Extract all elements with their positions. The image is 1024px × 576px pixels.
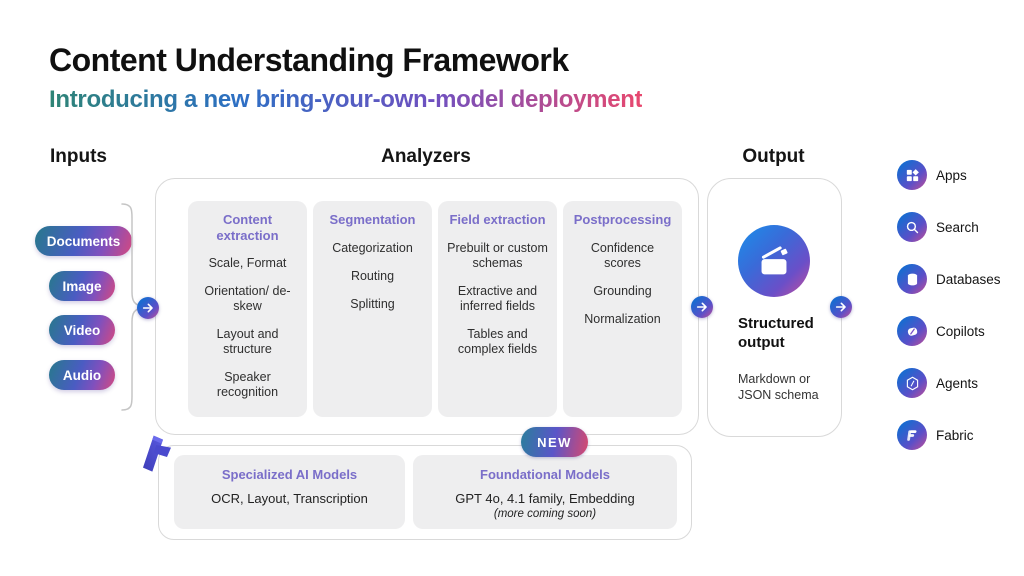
- models-container: Specialized AI Models OCR, Layout, Trans…: [158, 445, 692, 540]
- databases-icon: [897, 264, 927, 294]
- specialized-ai-models-card: Specialized AI Models OCR, Layout, Trans…: [174, 455, 405, 529]
- analyzers-container: Content extraction Scale, Format Orienta…: [155, 178, 699, 435]
- search-icon: [897, 212, 927, 242]
- arrow-right-icon: [835, 302, 846, 312]
- model-card-content: OCR, Layout, Transcription: [211, 491, 368, 506]
- column-item: Layout and structure: [216, 327, 279, 357]
- analyzer-column-field-extraction: Field extraction Prebuilt or custom sche…: [438, 201, 557, 417]
- destination-label: Agents: [936, 375, 979, 391]
- input-pill-image: Image: [49, 271, 115, 301]
- arrow-inputs-to-analyzers: [137, 297, 159, 319]
- destination-label: Search: [936, 219, 979, 235]
- analyzer-column-content-extraction: Content extraction Scale, Format Orienta…: [188, 201, 307, 417]
- column-item: Normalization: [584, 311, 661, 326]
- structured-output-badge: [738, 225, 810, 297]
- arrow-right-icon: [696, 302, 707, 312]
- output-title: Structured output: [738, 315, 814, 351]
- column-item: Routing: [350, 268, 395, 283]
- analyzers-section-label: Analyzers: [381, 146, 471, 167]
- structured-output-icon: [761, 246, 788, 275]
- input-pill-audio: Audio: [49, 360, 115, 390]
- page-subtitle: Introducing a new bring-your-own-model d…: [49, 86, 643, 113]
- input-pill-documents: Documents: [35, 226, 132, 256]
- model-card-title: Specialized AI Models: [221, 467, 358, 482]
- column-item: Scale, Format: [208, 256, 287, 271]
- model-card-note: (more coming soon): [493, 508, 597, 520]
- column-title: Postprocessing: [573, 212, 672, 227]
- column-item: Grounding: [593, 283, 652, 298]
- column-title: Content extraction: [216, 212, 279, 243]
- foundational-models-card: Foundational Models GPT 4o, 4.1 family, …: [413, 455, 677, 529]
- analyzer-column-segmentation: Segmentation Categorization Routing Spli…: [313, 201, 432, 417]
- destination-fabric: Fabric: [897, 420, 1001, 450]
- column-title: Field extraction: [449, 212, 546, 227]
- column-item: Tables and complex fields: [457, 326, 538, 356]
- output-section-label: Output: [742, 146, 805, 167]
- destinations-list: Apps Search Databases: [897, 160, 1001, 450]
- destination-label: Copilots: [936, 323, 985, 339]
- destination-apps: Apps: [897, 160, 1001, 190]
- output-subtitle: Markdown or JSON schema: [738, 372, 819, 403]
- model-card-title: Foundational Models: [480, 467, 610, 482]
- apps-icon: [897, 160, 927, 190]
- ai-foundry-logo: [143, 435, 171, 472]
- destination-label: Databases: [936, 271, 1001, 287]
- column-item: Prebuilt or custom schemas: [447, 240, 548, 270]
- destination-copilots: Copilots: [897, 316, 1001, 346]
- destination-agents: Agents: [897, 368, 1001, 398]
- destination-label: Apps: [936, 167, 967, 183]
- column-item: Orientation/ de-skew: [204, 284, 291, 314]
- destination-label: Fabric: [936, 427, 974, 443]
- fabric-icon: [897, 420, 927, 450]
- destination-search: Search: [897, 212, 1001, 242]
- arrow-analyzers-to-output: [691, 296, 713, 318]
- model-card-content: GPT 4o, 4.1 family, Embedding: [455, 491, 635, 506]
- input-pill-video: Video: [49, 315, 115, 345]
- column-title: Segmentation: [329, 212, 416, 227]
- inputs-section-label: Inputs: [50, 146, 107, 167]
- agents-icon: [897, 368, 927, 398]
- arrow-right-icon: [142, 303, 153, 313]
- analyzer-column-postprocessing: Postprocessing Confidence scores Groundi…: [563, 201, 682, 417]
- new-badge: NEW: [521, 427, 588, 457]
- column-item: Splitting: [350, 296, 395, 311]
- column-item: Categorization: [332, 240, 413, 255]
- output-container: Structured output Markdown or JSON schem…: [707, 178, 842, 437]
- column-item: Extractive and inferred fields: [457, 283, 538, 313]
- destination-databases: Databases: [897, 264, 1001, 294]
- column-item: Confidence scores: [590, 240, 655, 270]
- column-item: Speaker recognition: [216, 370, 279, 400]
- page-title: Content Understanding Framework: [49, 42, 569, 78]
- copilots-icon: [897, 316, 927, 346]
- arrow-output-to-destinations: [830, 296, 852, 318]
